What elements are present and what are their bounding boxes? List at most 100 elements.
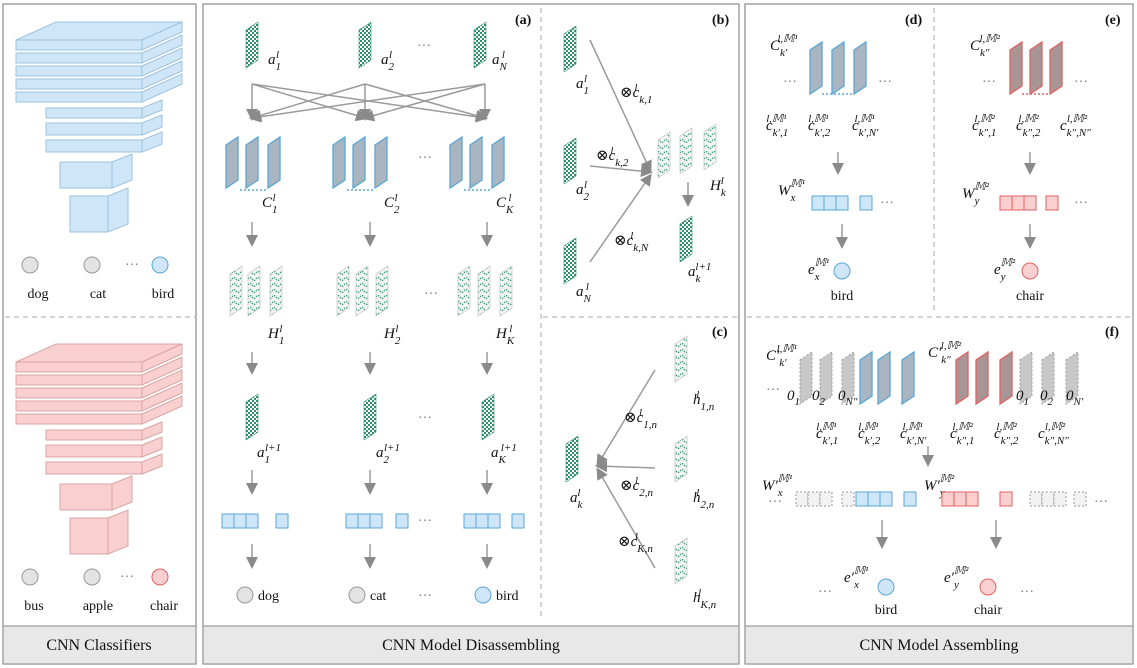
d-ellipsis-2: ··· <box>878 75 892 90</box>
CK-label: CKl <box>496 192 514 216</box>
e-ellipsis-2: ··· <box>1074 75 1088 90</box>
label-f: (f) <box>1105 325 1119 340</box>
output-label-chair: chair <box>150 599 178 614</box>
panel-a-down-arrows-3 <box>246 470 493 495</box>
panel-a-label-cat: cat <box>370 589 386 604</box>
assembling-title: CNN Model Assembling <box>859 637 1018 654</box>
panel-a-fc-blocks <box>221 513 525 529</box>
f-zero-left-2: 02 <box>812 388 826 408</box>
a2-label: a2l <box>381 49 395 73</box>
panel-classifiers <box>2 3 197 665</box>
panel-a-hidden-ellipsis: ··· <box>424 287 438 302</box>
f-output-chair <box>979 578 997 596</box>
b-H-label: Hkl <box>709 175 727 199</box>
b-aN-label: aNl <box>576 281 592 305</box>
panel-a-down-arrows-4 <box>246 544 493 569</box>
disassembling-title: CNN Model Disassembling <box>382 637 560 654</box>
label-c: (c) <box>712 325 728 340</box>
panel-b-output-map <box>679 215 693 263</box>
output-node-cat <box>83 256 101 274</box>
panel-b-hidden-maps <box>657 123 717 179</box>
panel-a-input-maps <box>245 21 487 69</box>
C1-label: C1l <box>262 192 278 216</box>
aN-label: aNl <box>492 49 508 73</box>
H1-label: H1l <box>267 323 284 347</box>
panel-a-hidden-maps <box>229 265 513 317</box>
C2-label: C2l <box>384 192 400 216</box>
panel-c-output-map <box>565 435 579 483</box>
footer-disassembling <box>202 625 740 665</box>
d-output-node <box>833 262 851 280</box>
d-ellipsis-3: ··· <box>880 196 894 211</box>
e-ellipsis-3: ··· <box>1074 196 1088 211</box>
f-class-chair: chair <box>974 603 1002 618</box>
output-node-bus <box>21 568 39 586</box>
panel-c-arrows <box>595 369 656 569</box>
e-output-node <box>1021 262 1039 280</box>
panel-a-filter-ellipsis: ··· <box>418 151 432 166</box>
panel-a-output-ellipsis: ··· <box>418 589 432 604</box>
b-a1-label: a1l <box>576 73 589 97</box>
panel-assembling <box>744 3 1134 665</box>
panel-a-output-bird <box>474 586 492 604</box>
panel-a-label-dog: dog <box>258 589 279 604</box>
panel-f-combined-filters <box>799 350 1079 406</box>
HK-label: HKl <box>495 323 515 347</box>
panel-a-fc-ellipsis: ··· <box>418 514 432 529</box>
cnn-stack-blue <box>15 21 183 233</box>
panel-a-input-ellipsis: ··· <box>417 39 431 54</box>
panel-a-down-arrows-2 <box>246 352 493 375</box>
label-e: (e) <box>1105 13 1121 28</box>
panel-a-output-dog <box>236 586 254 604</box>
label-d: (d) <box>905 13 922 28</box>
e-ellipsis-1: ··· <box>982 75 996 90</box>
f-zero-left-1: 01 <box>787 388 800 408</box>
panel-e-filters <box>1009 40 1063 96</box>
classifiers-title: CNN Classifiers <box>46 637 151 654</box>
panel-c-hidden-maps <box>674 335 688 585</box>
e-class-label: chair <box>1016 289 1044 304</box>
panel-a-label-bird: bird <box>496 589 519 604</box>
c-a-label: akl <box>570 487 584 511</box>
panel-b-arrows <box>589 39 694 263</box>
panel-d-fc-blocks <box>811 195 873 211</box>
f-ellipsis-5: ··· <box>1020 585 1034 600</box>
f-ellipsis-1: ··· <box>766 383 780 398</box>
panel-f-combined-fc <box>795 491 1087 507</box>
cnn-stack-red <box>15 343 183 555</box>
f-zero-left-N: 0N″ <box>838 388 858 408</box>
classifier-top-ellipsis: ··· <box>125 258 139 273</box>
footer-classifiers <box>2 625 197 665</box>
output-node-apple <box>83 568 101 586</box>
panel-e-fc-blocks <box>999 195 1059 211</box>
f-zero-right-1: 01 <box>1016 388 1029 408</box>
b-a2-label: a2l <box>576 179 590 203</box>
f-ellipsis-2: ··· <box>768 495 782 510</box>
f-zero-right-2: 02 <box>1040 388 1054 408</box>
panel-b-inputs <box>563 25 577 285</box>
f-class-bird: bird <box>875 603 898 618</box>
output-label-bus: bus <box>24 599 43 614</box>
panel-a-down-arrows-1 <box>246 222 493 247</box>
panel-d-filters <box>809 40 867 96</box>
a1-label: a1l <box>268 49 281 73</box>
panel-a-output-cat <box>348 586 366 604</box>
c-h1-label: h1,nl <box>693 389 715 413</box>
f-ellipsis-3: ··· <box>1094 495 1108 510</box>
classifier-bottom-ellipsis: ··· <box>120 570 134 585</box>
label-a: (a) <box>515 13 532 28</box>
output-label-cat: cat <box>90 287 106 302</box>
H2-label: H2l <box>383 323 401 347</box>
d-class-label: bird <box>831 289 854 304</box>
output-node-dog <box>21 256 39 274</box>
panel-a-fc-arrows <box>246 83 491 123</box>
output-node-bird <box>151 256 169 274</box>
f-zero-right-N: 0N′ <box>1066 388 1084 408</box>
output-label-dog: dog <box>28 287 49 302</box>
output-node-chair <box>151 568 169 586</box>
output-label-bird: bird <box>152 287 175 302</box>
footer-assembling <box>744 625 1134 665</box>
d-ellipsis-1: ··· <box>783 75 797 90</box>
panel-disassembling <box>202 3 740 665</box>
